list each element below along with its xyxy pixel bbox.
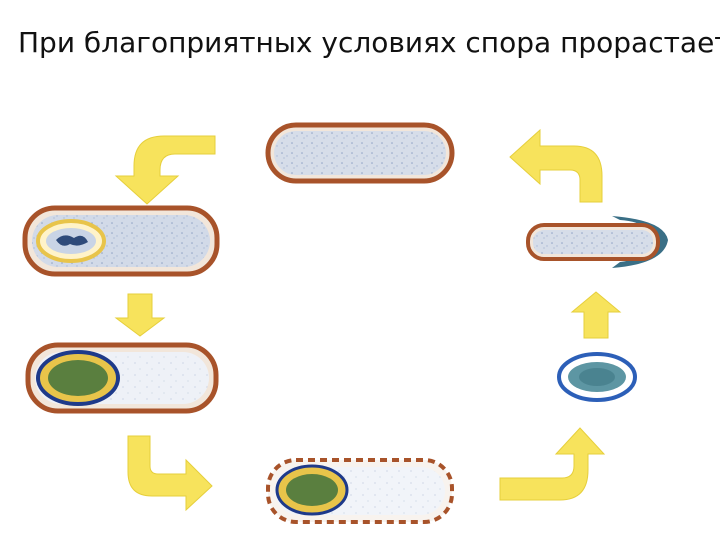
free-spore xyxy=(557,352,637,402)
arrow-to-forespore xyxy=(114,135,216,205)
sporangium-with-spore xyxy=(266,458,454,524)
slide-title: При благоприятных условиях спора прораст… xyxy=(18,26,720,59)
arrow-to-sporangium xyxy=(127,435,213,512)
vegetative-cell xyxy=(265,122,455,184)
arrow-up-to-germinating-cell xyxy=(570,291,622,339)
arrow-down-to-mature-spore xyxy=(114,293,166,337)
arrow-to-vegetative-cell xyxy=(509,128,603,203)
forespore-forming-cell xyxy=(22,205,220,277)
germinating-cell xyxy=(526,216,668,268)
arrow-to-free-spore xyxy=(499,427,606,501)
cell-with-mature-spore xyxy=(25,342,219,414)
